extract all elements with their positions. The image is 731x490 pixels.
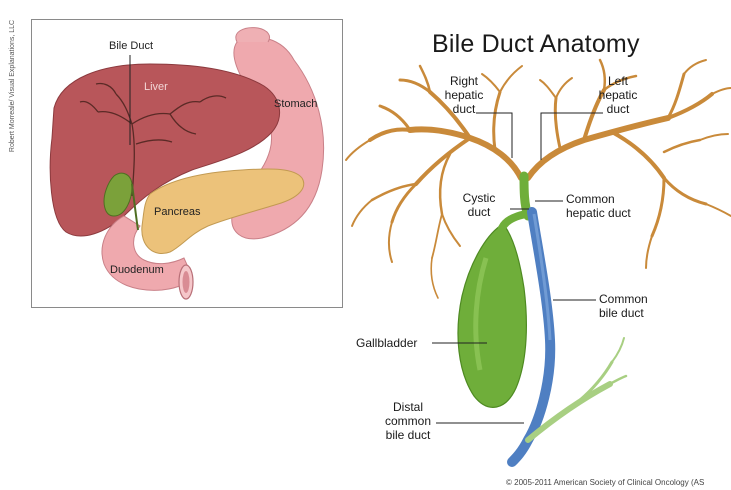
- label-left-hepatic-duct: Left hepatic duct: [598, 74, 638, 116]
- common-hepatic-duct-shape: [524, 176, 528, 216]
- label-common-bile-duct: Common bile duct: [599, 292, 648, 320]
- label-common-hepatic-duct: Common hepatic duct: [566, 192, 631, 220]
- label-cystic-duct: Cystic duct: [458, 191, 500, 219]
- label-gallbladder: Gallbladder: [356, 336, 417, 350]
- cystic-duct-shape: [502, 214, 526, 228]
- label-distal-common-bile-duct: Distal common bile duct: [382, 400, 434, 442]
- copyright-notice: © 2005-2011 American Society of Clinical…: [506, 478, 704, 487]
- label-right-hepatic-duct: Right hepatic duct: [444, 74, 484, 116]
- gallbladder-shape: [458, 226, 526, 407]
